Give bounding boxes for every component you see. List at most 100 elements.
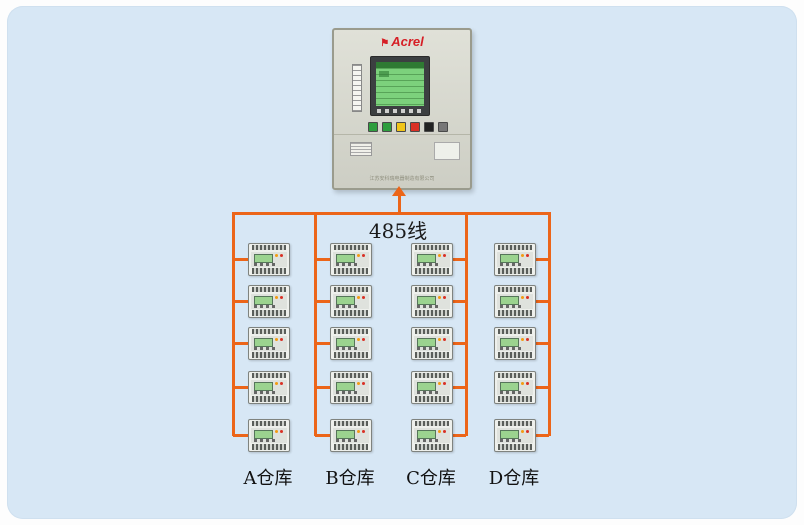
energy-meter-icon [411,327,453,360]
energy-meter-icon [411,419,453,452]
vent-grille [350,142,372,156]
energy-meter-icon [494,243,536,276]
acrel-logo: ⚑Acrel [334,35,470,51]
branch-stub-line [534,342,549,345]
meter-red-led [526,430,529,433]
meter-buttons [417,391,441,394]
bus-branch-line [314,212,317,436]
meter-orange-led [521,382,524,385]
meter-face [333,380,369,395]
meter-face [414,380,450,395]
energy-meter-icon [494,419,536,452]
branch-stub-line [451,386,466,389]
meter-orange-led [275,382,278,385]
meter-orange-led [521,338,524,341]
meter-face [414,294,450,309]
meter-lcd [417,430,436,439]
panel-button [424,122,434,132]
meter-buttons [254,305,278,308]
meter-lcd [254,382,273,391]
meter-lcd [500,382,519,391]
branch-stub-line [233,386,248,389]
meter-buttons [500,305,524,308]
meter-lcd [254,296,273,305]
meter-face [497,252,533,267]
meter-face [251,336,287,351]
meter-buttons [417,347,441,350]
warehouse-label: D仓库 [488,468,540,489]
meter-red-led [526,338,529,341]
energy-meter-icon [330,371,372,404]
meter-face [333,252,369,267]
meter-face [414,336,450,351]
panel-button [382,122,392,132]
meter-buttons [336,439,360,442]
meter-buttons [336,391,360,394]
meter-face [251,294,287,309]
screen-keys [377,109,423,113]
meter-red-led [280,338,283,341]
meter-buttons [500,263,524,266]
meter-red-led [443,382,446,385]
warehouse-label: A仓库 [243,468,293,489]
meter-face [333,294,369,309]
branch-stub-line [451,342,466,345]
meter-red-led [362,254,365,257]
meter-red-led [362,338,365,341]
meter-buttons [254,391,278,394]
meter-orange-led [275,430,278,433]
meter-orange-led [521,254,524,257]
meter-red-led [280,430,283,433]
meter-buttons [254,263,278,266]
branch-stub-line [315,258,330,261]
branch-stub-line [534,300,549,303]
panel-button [438,122,448,132]
bus-branch-line [465,212,468,436]
meter-lcd [500,430,519,439]
level-gauge [352,64,362,112]
branch-stub-line [315,386,330,389]
touchscreen [370,56,430,116]
branch-stub-line [534,386,549,389]
branch-stub-line [315,300,330,303]
rs485-bus-line [233,212,551,215]
meter-buttons [336,263,360,266]
meter-lcd [254,254,273,263]
door-seam [334,134,470,135]
panel-button [396,122,406,132]
meter-lcd [500,254,519,263]
meter-orange-led [521,430,524,433]
meter-face [497,380,533,395]
branch-stub-line [233,258,248,261]
meter-orange-led [357,382,360,385]
meter-lcd [336,382,355,391]
energy-meter-icon [248,327,290,360]
meter-buttons [500,347,524,350]
meter-lcd [417,338,436,347]
meter-lcd [500,296,519,305]
meter-face [414,252,450,267]
energy-meter-icon [494,327,536,360]
meter-red-led [526,382,529,385]
meter-lcd [417,254,436,263]
energy-meter-icon [330,285,372,318]
meter-orange-led [438,254,441,257]
energy-meter-icon [330,419,372,452]
panel-button [368,122,378,132]
meter-red-led [526,254,529,257]
meter-lcd [336,430,355,439]
meter-red-led [443,296,446,299]
meter-face [251,380,287,395]
energy-meter-icon [248,419,290,452]
meter-lcd [336,254,355,263]
meter-red-led [280,382,283,385]
energy-meter-icon [411,371,453,404]
meter-orange-led [275,296,278,299]
branch-stub-line [233,434,248,437]
meter-red-led [280,296,283,299]
meter-orange-led [438,296,441,299]
cabinet-footer-text: 江苏安科瑞电器制造有限公司 [369,176,435,182]
rs485-bus-label: 485线 [368,219,428,243]
meter-face [414,428,450,443]
energy-meter-icon [248,285,290,318]
